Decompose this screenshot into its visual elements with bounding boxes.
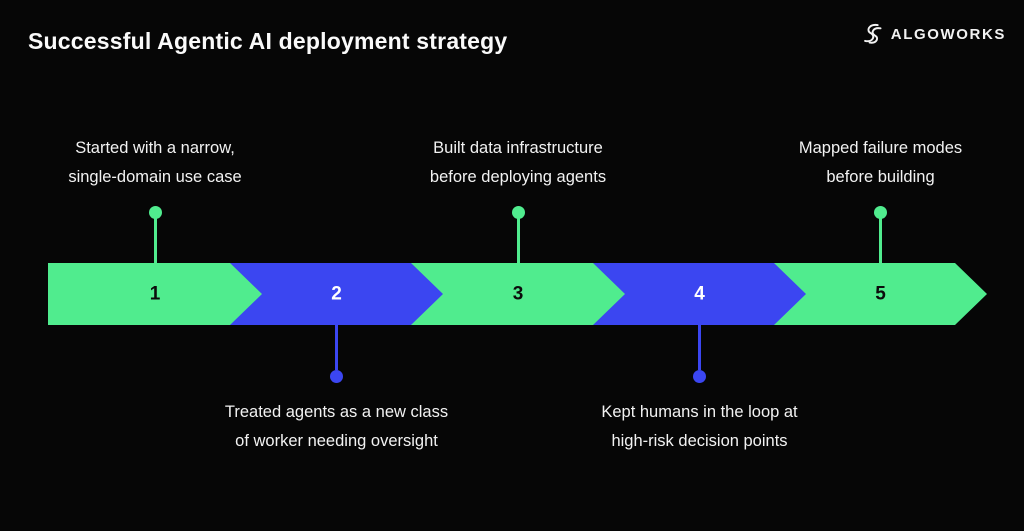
algoworks-squiggle-icon — [859, 21, 885, 47]
timeline-segment-1 — [48, 263, 262, 325]
logo-text: ALGOWORKS — [890, 25, 1006, 43]
segment-number-3: 3 — [512, 283, 524, 305]
connector-line-2 — [335, 325, 338, 370]
connector-dot-4 — [693, 370, 706, 383]
segment-number-2: 2 — [331, 283, 342, 305]
callout-line: before deploying agents — [429, 168, 607, 186]
logo: ALGOWORKS — [859, 21, 1006, 47]
connector-dot-1 — [148, 206, 162, 219]
callout-line: single-domain use case — [68, 168, 242, 186]
callout-line: Kept humans in the loop at — [601, 403, 798, 421]
callout-line: Treated agents as a new class — [224, 403, 449, 421]
callout-top-1: Started with a narrow, single-domain use … — [68, 134, 241, 192]
callout-line: Started with a narrow, — [75, 139, 235, 157]
callout-line: of worker needing oversight — [235, 432, 438, 450]
callout-bottom-2: Treated agents as a new class of worker n… — [225, 398, 448, 456]
callout-line: Mapped failure modes — [798, 139, 963, 157]
connector-line-4 — [698, 325, 701, 370]
connector-dot-3 — [511, 206, 525, 219]
timeline-segment-2 — [230, 263, 443, 325]
connector-dot-2 — [330, 370, 343, 383]
callout-line: high-risk decision points — [611, 432, 788, 450]
timeline-segment-3 — [411, 263, 625, 325]
callout-top-5: Mapped failure modes before building — [799, 134, 962, 192]
connector-line-5 — [879, 218, 882, 263]
callout-bottom-4: Kept humans in the loop at high-risk deci… — [601, 398, 797, 456]
segment-number-1: 1 — [149, 283, 161, 305]
segment-number-5: 5 — [875, 283, 886, 305]
page-title: Successful Agentic AI deployment strateg… — [28, 28, 508, 54]
segment-number-4: 4 — [694, 283, 705, 305]
timeline-segment-5 — [774, 263, 987, 325]
connector-line-1 — [153, 218, 157, 263]
callout-line: before building — [826, 168, 935, 186]
connector-line-3 — [516, 218, 520, 263]
callout-line: Built data infrastructure — [433, 139, 603, 157]
callout-top-3: Built data infrastructure before deployin… — [430, 134, 606, 192]
connector-dot-5 — [874, 206, 887, 219]
timeline-segment-4 — [593, 263, 806, 325]
